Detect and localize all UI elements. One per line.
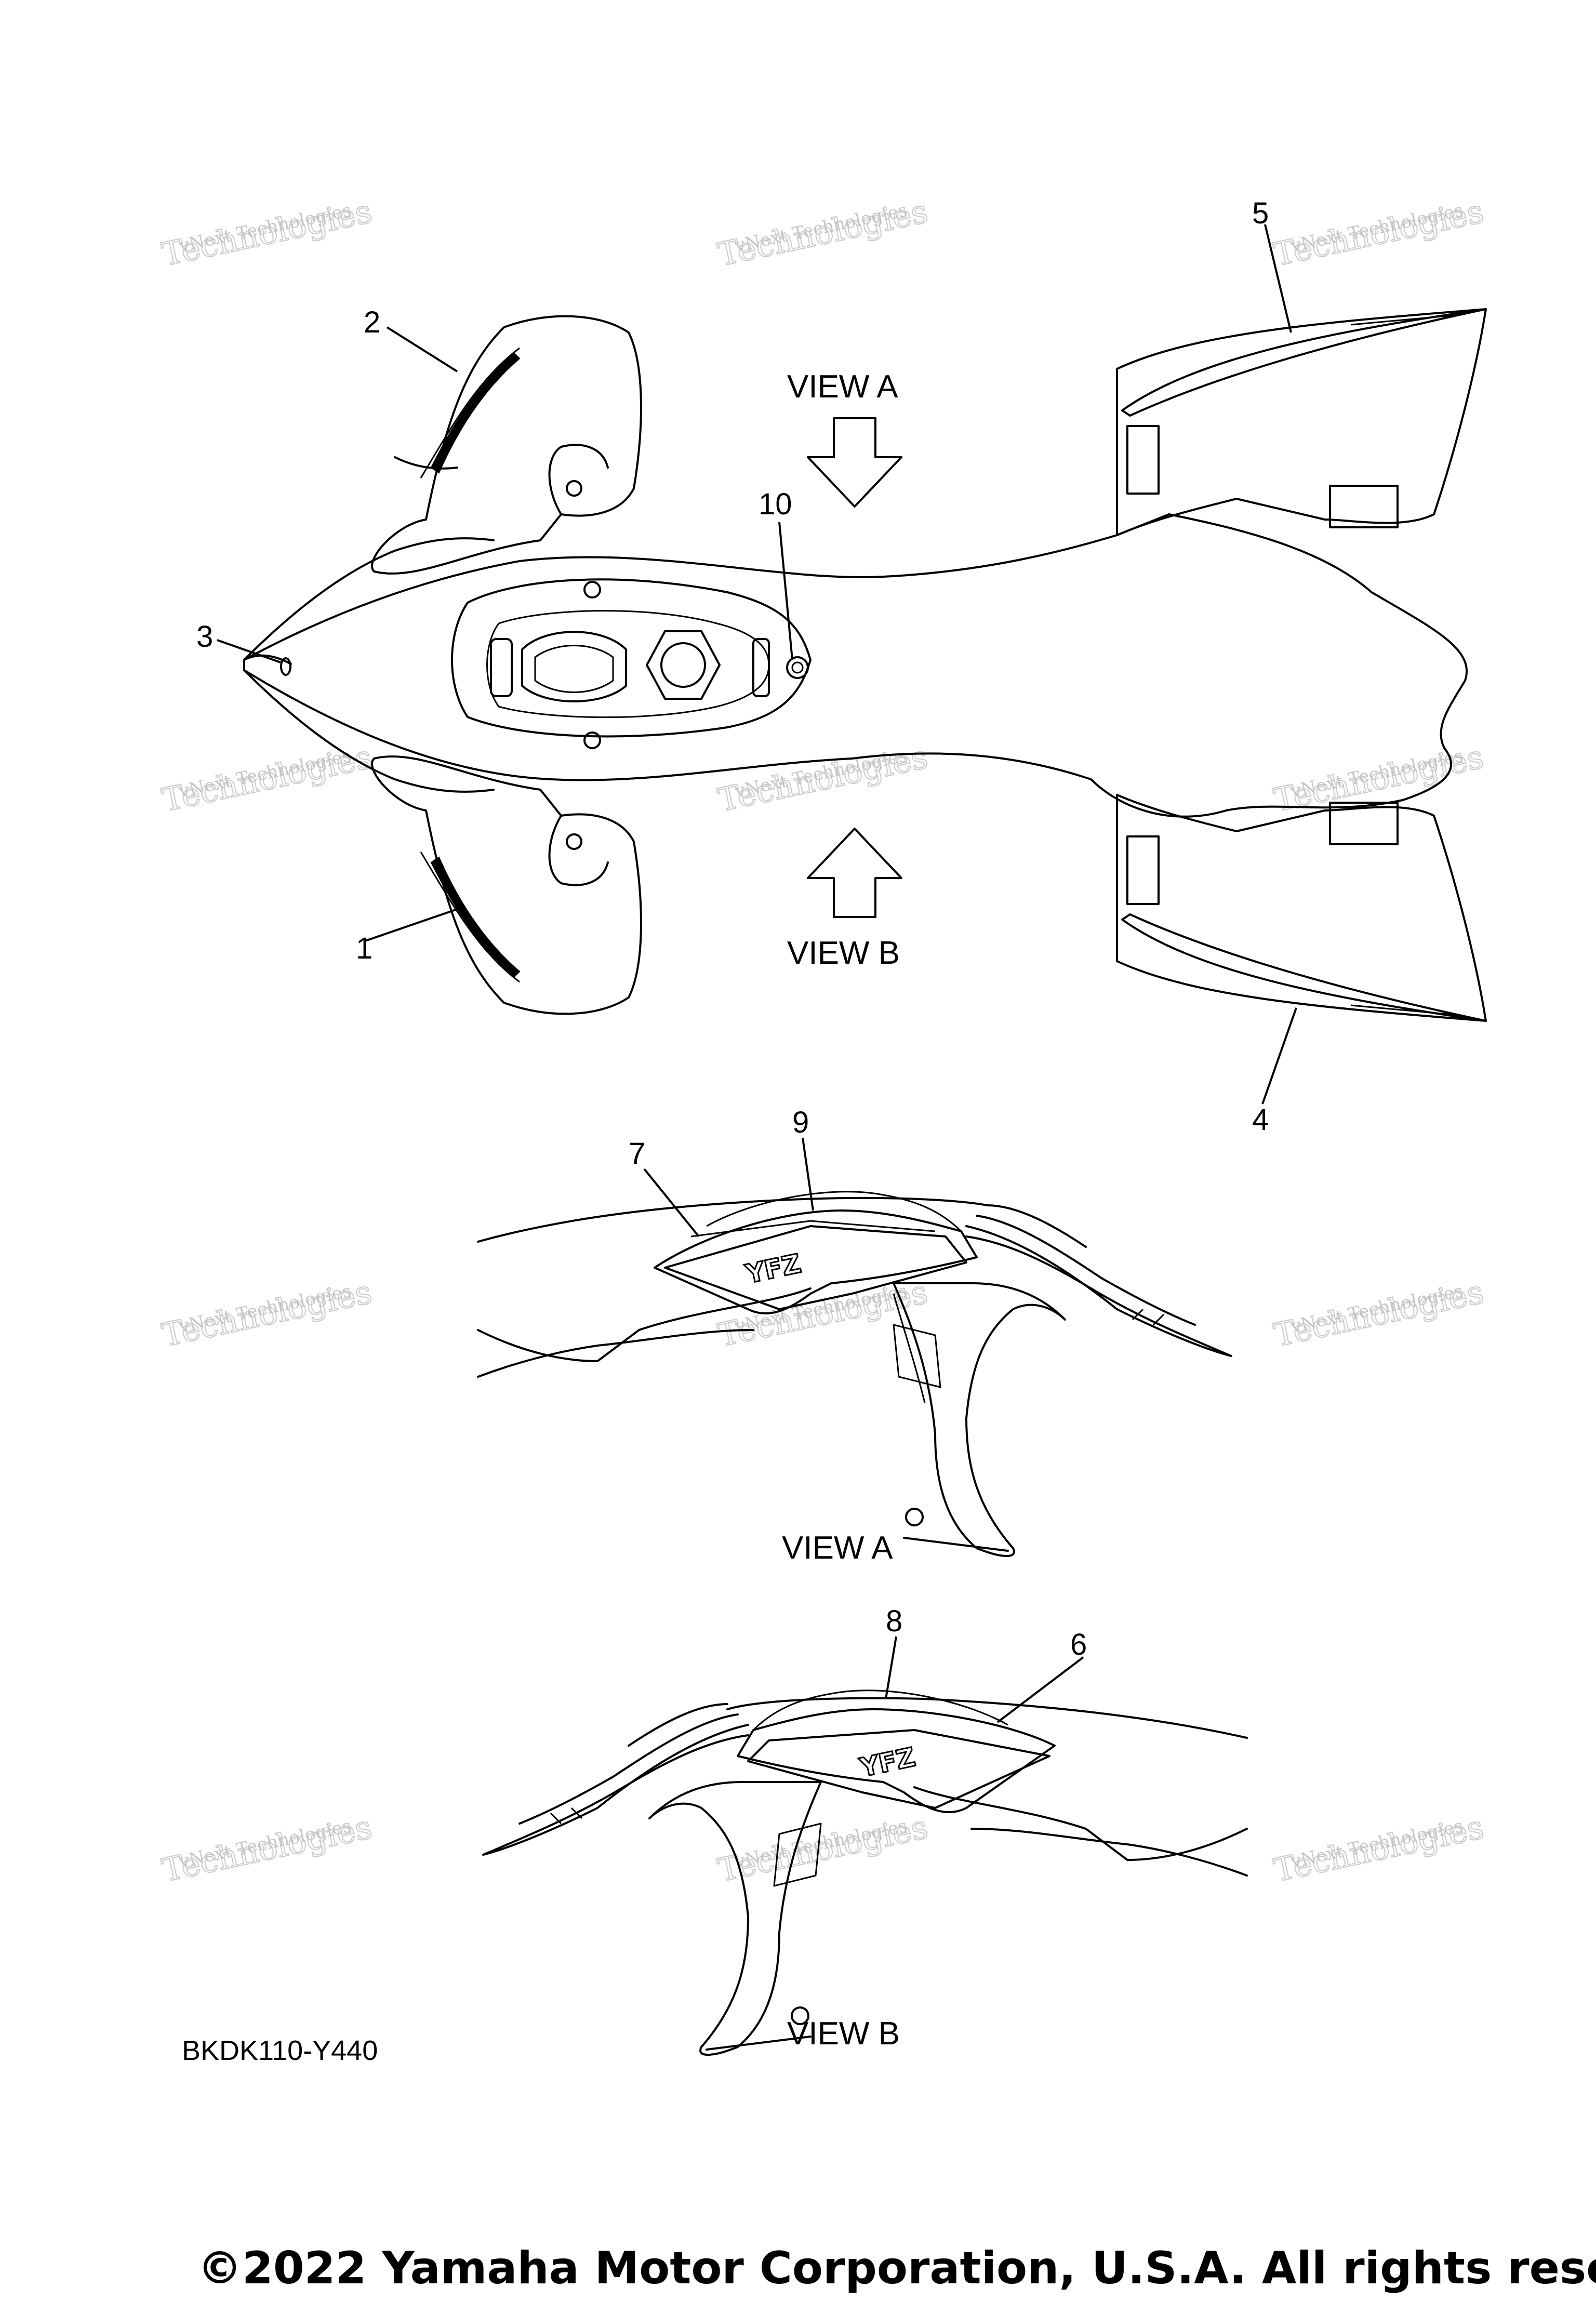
callout-4: 4 [1252, 1103, 1269, 1137]
view-a-arrow [807, 417, 902, 508]
watermark: Technologies vNext Technologies [1270, 192, 1487, 274]
callout-6: 6 [1070, 1628, 1087, 1661]
watermark: Technologies vNext Technologies [714, 192, 932, 274]
view-b-illustration: YFZ [482, 1690, 1248, 2056]
view-b-label-top: VIEW B [787, 935, 900, 971]
callout-1: 1 [356, 932, 373, 965]
view-a-label-top: VIEW A [787, 369, 898, 405]
view-b-caption: VIEW B [787, 2016, 900, 2052]
diagram-code: BKDK110-Y440 [182, 2035, 378, 2066]
view-a-caption: VIEW A [782, 1530, 893, 1566]
callout-7: 7 [629, 1137, 645, 1171]
model-logo-decal: YFZ [742, 1248, 803, 1289]
view-b-arrow [807, 828, 902, 918]
watermarks: Technologies vNext Technologies Technolo… [158, 192, 1487, 1890]
watermark: Technologies vNext Technologies [714, 737, 932, 820]
copyright-notice: ©2022 Yamaha Motor Corporation, U.S.A. A… [197, 2242, 1596, 2294]
watermark: Technologies vNext Technologies [158, 192, 376, 274]
view-a-illustration: YFZ [477, 1191, 1232, 1557]
model-logo-decal: YFZ [857, 1742, 917, 1783]
top-view-body [243, 308, 1487, 1022]
watermark: Technologies vNext Technologies [1270, 1807, 1487, 1890]
callout-8: 8 [886, 1604, 902, 1638]
callout-9: 9 [792, 1106, 809, 1139]
watermark: Technologies vNext Technologies [158, 1807, 376, 1890]
callout-3: 3 [196, 620, 213, 654]
watermark: Technologies vNext Technologies [158, 737, 376, 820]
callout-5: 5 [1252, 196, 1269, 230]
watermark: Technologies vNext Technologies [1270, 1272, 1487, 1355]
watermark: Technologies vNext Technologies [714, 1272, 932, 1355]
callout-10: 10 [759, 487, 792, 521]
leader-lines [217, 224, 1297, 1723]
watermark: Technologies vNext Technologies [158, 1272, 376, 1355]
callout-2: 2 [364, 305, 380, 339]
watermark: Technologies vNext Technologies [714, 1807, 932, 1890]
